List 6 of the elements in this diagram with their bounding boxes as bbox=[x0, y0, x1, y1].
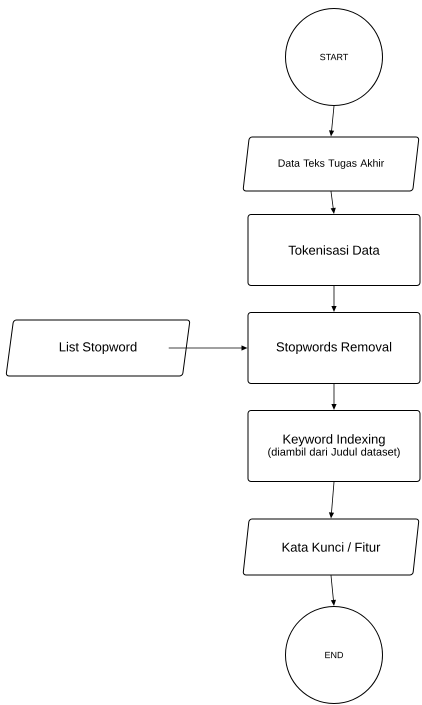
input-parallelogram: List Stopword bbox=[6, 320, 190, 376]
input-parallelogram: Data Teks Tugas Akhir bbox=[242, 136, 420, 192]
process-box: Keyword Indexing (diambil dari Judul dataset) bbox=[248, 410, 420, 482]
output-parallelogram: Kata Kunci / Fitur bbox=[242, 518, 420, 576]
process-box: Tokenisasi Data bbox=[248, 214, 420, 286]
process-box: Stopwords Removal bbox=[248, 312, 420, 384]
